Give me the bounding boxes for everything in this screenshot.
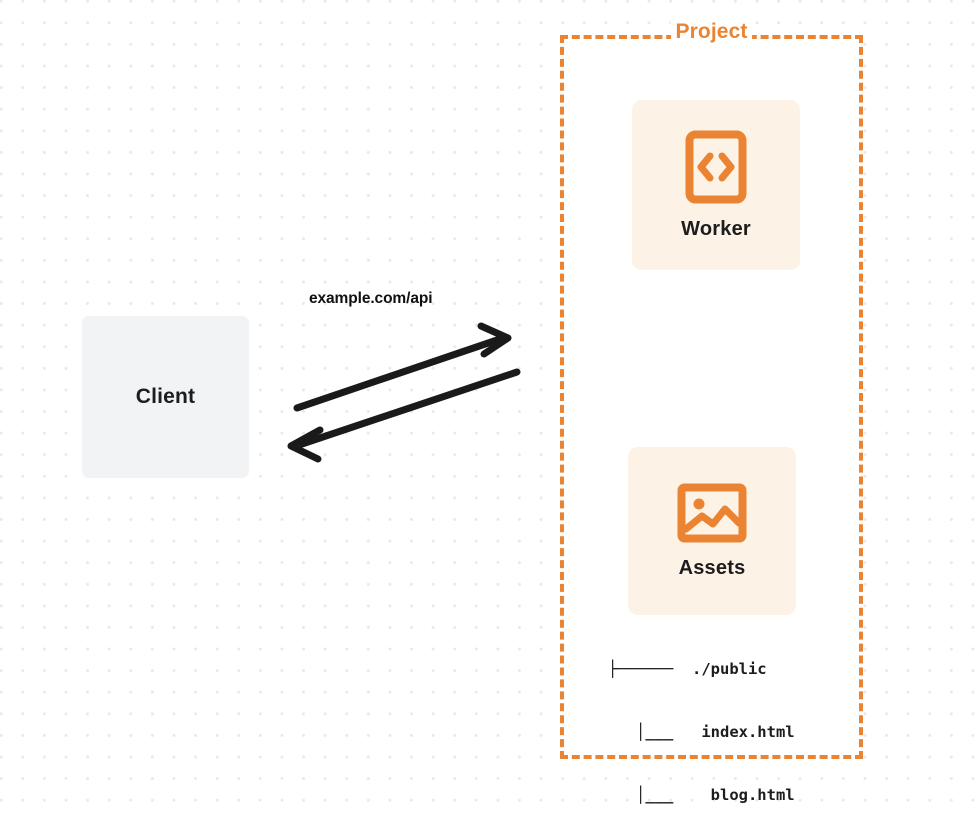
file-tree: ├────── ./public │___ index.html │___ bl… xyxy=(608,617,795,818)
card-worker[interactable]: Worker xyxy=(632,100,800,270)
card-worker-label: Worker xyxy=(681,217,751,240)
card-assets-label: Assets xyxy=(678,556,746,579)
file-tree-row: ├────── ./public xyxy=(608,660,767,678)
edge-label-endpoint: example.com/api xyxy=(309,290,433,307)
group-project-title: Project xyxy=(670,20,753,44)
code-file-icon xyxy=(685,130,747,204)
image-icon xyxy=(677,483,747,543)
node-client-label: Client xyxy=(135,385,196,408)
card-assets[interactable]: Assets xyxy=(628,447,796,615)
node-client[interactable]: Client xyxy=(82,316,249,478)
file-tree-row: │___ index.html xyxy=(608,723,795,741)
file-tree-row: │___ blog.html xyxy=(608,786,795,804)
group-project: Project Worker Assets ├────── ./public │… xyxy=(560,20,863,804)
